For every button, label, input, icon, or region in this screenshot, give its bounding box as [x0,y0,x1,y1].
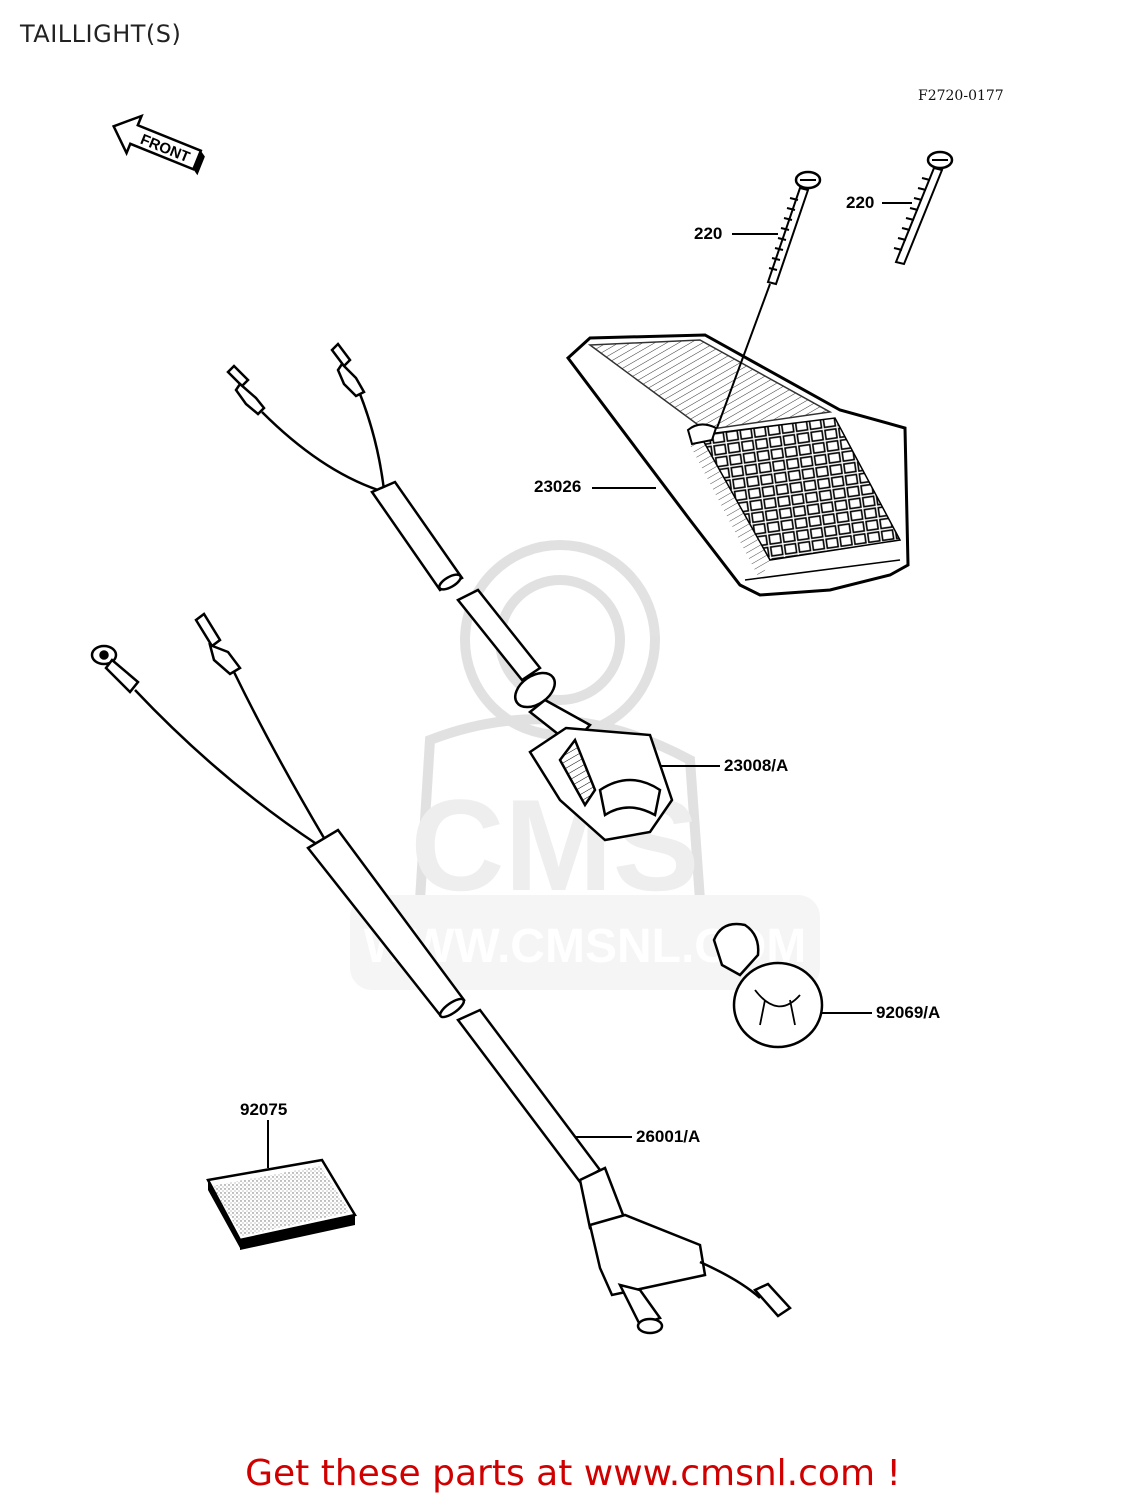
part-label-23008a[interactable]: 23008/A [724,756,789,775]
foam-pad [206,1158,357,1250]
front-arrow-icon: FRONT [111,113,205,176]
page-title: TAILLIGHT(S) [20,20,182,48]
lower-wire-harness [90,612,792,1335]
part-label-92075[interactable]: 92075 [240,1100,288,1119]
bulb-socket [456,588,674,842]
part-label-23026[interactable]: 23026 [534,477,582,496]
screw-220-a [766,170,822,286]
screw-220-b [893,150,954,266]
part-label-220-b[interactable]: 220 [846,193,875,212]
bulb [712,922,824,1049]
part-label-92069a[interactable]: 92069/A [876,1003,941,1022]
part-label-220-a[interactable]: 220 [694,224,723,243]
figure-code: F2720-0177 [918,88,1004,104]
upper-wire-harness [226,342,464,592]
taillight-lens [565,283,910,597]
footer-link[interactable]: Get these parts at www.cmsnl.com ! [245,1453,901,1494]
part-label-26001a[interactable]: 26001/A [636,1127,701,1146]
leader-lines [267,202,912,1168]
